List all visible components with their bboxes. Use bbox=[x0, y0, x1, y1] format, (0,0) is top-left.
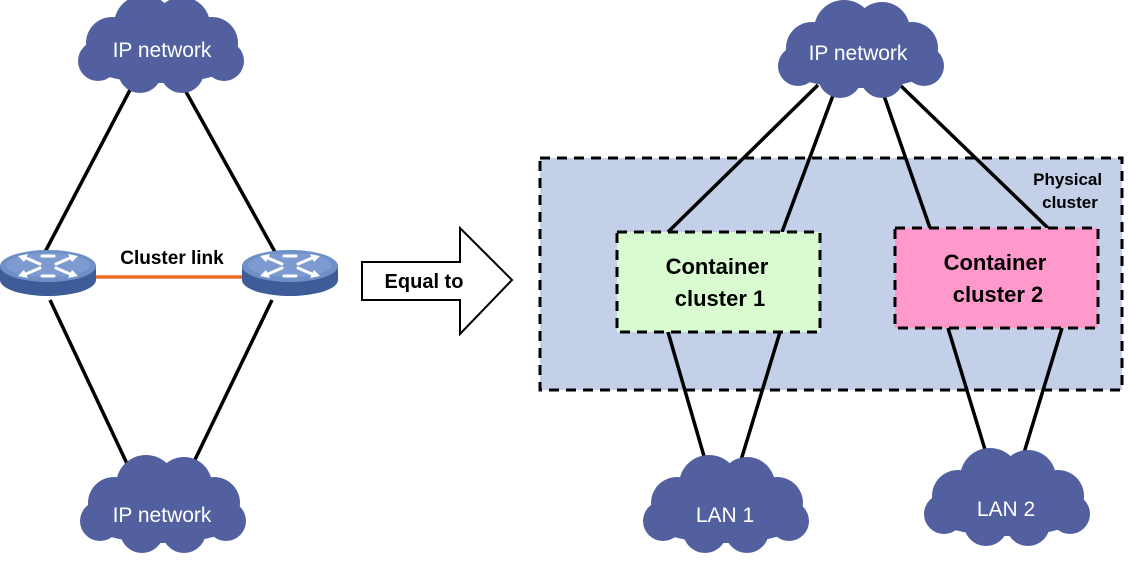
lan-2-label: LAN 2 bbox=[977, 498, 1035, 521]
cluster-link-label: Cluster link bbox=[120, 248, 224, 269]
container-cluster-1-line1: Container bbox=[666, 254, 769, 279]
container-cluster-2-line1: Container bbox=[944, 250, 1047, 275]
equal-to-label: Equal to bbox=[385, 271, 464, 293]
switch-icon bbox=[0, 248, 98, 298]
left-top-cloud-label: IP network bbox=[113, 39, 212, 62]
container-cluster-2-box bbox=[893, 226, 1100, 330]
right-links bbox=[666, 83, 1064, 471]
arrow-icon bbox=[361, 225, 514, 337]
lan-1-label: LAN 1 bbox=[696, 504, 754, 527]
physical-cluster-label-line1: Physical bbox=[1033, 170, 1102, 189]
cloud-icon bbox=[924, 448, 1090, 546]
container-cluster-2-line2: cluster 2 bbox=[953, 282, 1044, 307]
container-cluster-2-label: Container cluster 2 bbox=[944, 250, 1053, 307]
container-cluster-1-box bbox=[615, 230, 822, 334]
physical-cluster-label-line2: cluster bbox=[1042, 193, 1098, 212]
container-cluster-1-label: Container cluster 1 bbox=[666, 254, 775, 311]
left-bottom-cloud-label: IP network bbox=[113, 504, 212, 527]
left-links bbox=[43, 89, 277, 471]
physical-cluster-label: Physical cluster bbox=[1033, 170, 1107, 212]
switch-icon bbox=[240, 248, 340, 298]
container-cluster-1-line2: cluster 1 bbox=[675, 286, 766, 311]
right-top-cloud-label: IP network bbox=[809, 42, 908, 65]
